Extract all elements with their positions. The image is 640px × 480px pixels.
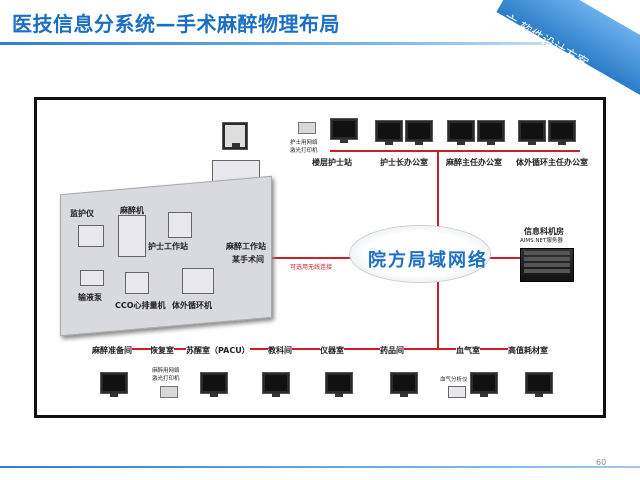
bloodgas-label: 血气分析仪	[440, 377, 468, 383]
monitor-icon	[518, 120, 546, 145]
monitor-icon	[390, 372, 418, 397]
title-underline	[0, 42, 640, 45]
lan-cloud-label: 院方局域网络	[368, 250, 488, 271]
wireless-label: 可选用无线连接	[290, 264, 333, 271]
monitor-icon	[330, 118, 358, 143]
monitor-icon	[525, 372, 553, 397]
nurse-ws-device	[168, 212, 192, 238]
top-printer-label: 护士用网络 激光打印机	[290, 140, 318, 154]
server-rack-icon	[520, 248, 574, 282]
monitor-device	[78, 225, 104, 247]
monitor-icon	[470, 372, 498, 397]
monitor-icon	[325, 372, 353, 397]
infusion-pump	[80, 270, 104, 286]
server-room-label: 信息科机房	[524, 227, 564, 236]
monitor-icon	[405, 120, 433, 145]
anesthesia-machine	[118, 215, 146, 257]
bottom-printer	[160, 386, 178, 398]
top-bus-line	[330, 150, 580, 152]
bottom-label-bloodgas: 血气室	[456, 345, 480, 356]
bottom-label-instrument: 仪器室	[320, 345, 344, 356]
bottom-label-pacu: 苏醒室（PACU）	[186, 345, 250, 356]
top-label-head-nurse: 护士长办公室	[380, 158, 428, 167]
top-label-nurse-station: 楼层护士站	[312, 158, 352, 167]
bottom-label-consumables: 高值耗材室	[508, 345, 548, 356]
monitor-icon	[477, 120, 505, 145]
top-label-anes-director: 麻醉主任办公室	[446, 158, 502, 167]
monitor-icon	[548, 120, 576, 145]
page-number: 60	[596, 458, 607, 467]
monitor-icon	[375, 120, 403, 145]
room-label-infusion: 输液泵	[78, 293, 102, 302]
room-label-monitor: 监护仪	[70, 209, 94, 218]
or-label: 某手术间	[232, 255, 264, 264]
or-link-line	[230, 257, 355, 259]
top-label-ecc-director: 体外循环主任办公室	[516, 158, 588, 167]
ecc-machine	[182, 268, 214, 294]
monitor-icon	[262, 372, 290, 397]
bottom-label-teaching: 教科间	[268, 345, 292, 356]
bottom-label-recovery: 恢复室	[150, 345, 174, 356]
room-label-anes-ws: 麻醉工作站	[226, 242, 266, 251]
bloodgas-analyzer	[448, 386, 466, 398]
cart-monitor-icon	[222, 122, 248, 150]
cco-machine	[125, 272, 149, 294]
page-title: 医技信息分系统—手术麻醉物理布局	[12, 12, 340, 36]
bottom-label-pharmacy: 药品间	[380, 345, 404, 356]
footer-line	[0, 466, 640, 468]
server-sub-label: AIMS.NET服务器	[520, 238, 563, 244]
monitor-icon	[200, 372, 228, 397]
lan-cloud	[350, 226, 490, 282]
room-label-ecc: 体外循环机	[172, 301, 212, 310]
bottom-label-prep: 麻醉准备间	[92, 345, 132, 356]
room-label-nurse-ws: 护士工作站	[148, 242, 188, 251]
bottom-printer-label: 麻醉用网络 激光打印机	[152, 368, 180, 382]
room-label-cco: CCO心排量机	[115, 301, 166, 310]
room-label-anesthesia: 麻醉机	[120, 206, 144, 215]
monitor-icon	[447, 120, 475, 145]
monitor-icon	[100, 372, 128, 397]
server-link-line	[488, 257, 520, 259]
top-printer	[298, 122, 316, 134]
